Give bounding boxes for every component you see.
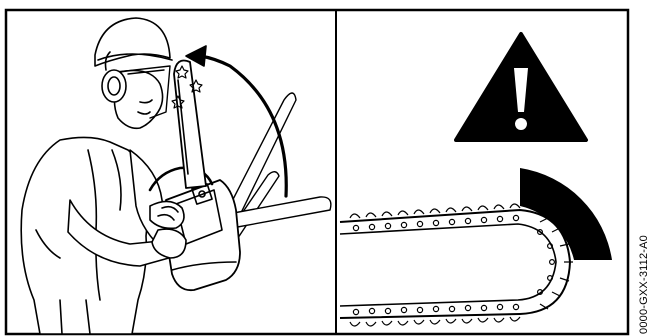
chain-links	[349, 203, 573, 327]
impact-stars	[171, 65, 203, 109]
helmet	[94, 17, 171, 67]
operator-hand-rear	[151, 228, 187, 259]
kickback-zone-marker	[520, 168, 612, 260]
warning-triangle-icon	[454, 32, 588, 142]
operator-kickback-illustration	[20, 17, 332, 335]
chain-kickback-zone-illustration	[339, 203, 573, 327]
front-handle	[148, 166, 214, 192]
saw-bar	[173, 59, 207, 189]
kickback-arrow-icon	[198, 54, 288, 198]
visor	[115, 65, 171, 119]
figure-reference-code: 0000-GXX-3112-A0	[638, 235, 650, 334]
figure-border	[4, 8, 630, 336]
ear-defender	[101, 69, 127, 103]
